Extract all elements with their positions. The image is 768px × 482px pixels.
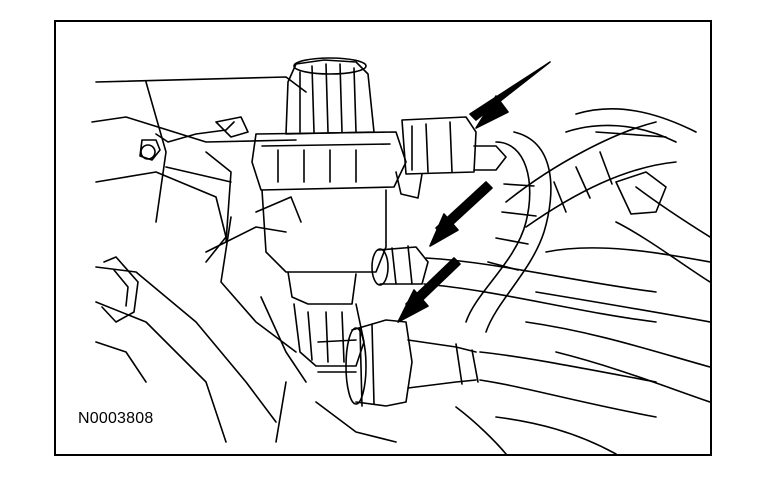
callout-arrow-middle-fitting bbox=[429, 181, 493, 247]
engine-bay-line-drawing bbox=[91, 57, 710, 454]
bolt-connector bbox=[139, 116, 249, 161]
right-side-hoses bbox=[455, 108, 710, 454]
left-hose-clip bbox=[101, 256, 139, 323]
bracket-structure bbox=[91, 76, 397, 443]
figure-id-label: N0003808 bbox=[78, 410, 154, 427]
electrical-connector bbox=[395, 116, 507, 199]
callout-arrows bbox=[397, 61, 551, 323]
callout-arrow-lower-collar bbox=[397, 257, 461, 323]
valve-body bbox=[251, 131, 407, 367]
callout-arrow-connector bbox=[469, 61, 551, 129]
illustration-frame: N0003808 bbox=[54, 20, 712, 456]
lower-hose-collar bbox=[317, 319, 657, 418]
valve-cap bbox=[285, 57, 375, 135]
